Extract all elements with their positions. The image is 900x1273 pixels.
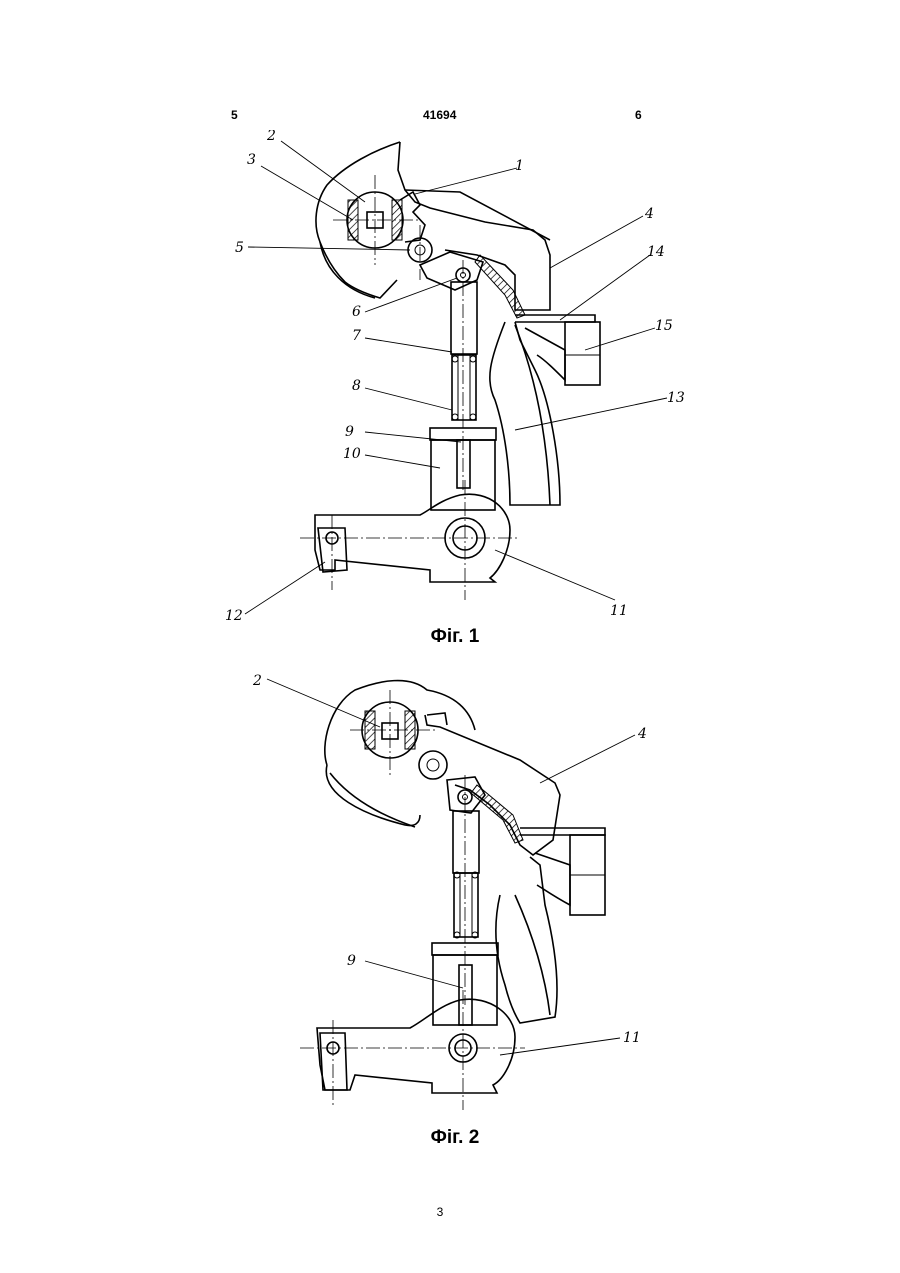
- fig1-label-10: 10: [343, 446, 361, 462]
- page-number: 3: [420, 1205, 460, 1219]
- fig1-label-14: 14: [647, 244, 665, 260]
- fig1-label-4: 4: [644, 206, 654, 222]
- fig1-label-3: 3: [247, 152, 256, 168]
- fig1-label-5: 5: [235, 240, 244, 256]
- header-patent-number: 41694: [423, 108, 456, 122]
- fig2-label-2: 2: [252, 673, 262, 689]
- fig1-label-9: 9: [345, 424, 354, 440]
- figure-1-drawing: 1 2 3 4 5 6 7 8 9 10 11 12 13 14 15: [215, 130, 695, 630]
- fig1-label-13: 13: [667, 390, 685, 406]
- fig1-label-11: 11: [610, 603, 628, 619]
- header-left-page-number: 5: [231, 108, 238, 122]
- figure-2-drawing: 2 4 9 11: [215, 665, 695, 1125]
- fig1-label-7: 7: [352, 328, 361, 344]
- figure-2-caption: Фіг. 2: [355, 1127, 555, 1149]
- fig1-mechanism: [300, 142, 600, 600]
- fig2-label-11: 11: [623, 1030, 641, 1046]
- fig1-label-6: 6: [352, 304, 361, 320]
- fig1-label-2: 2: [266, 130, 276, 144]
- header-right-page-number: 6: [635, 108, 642, 122]
- fig1-part-labels: 1 2 3 4 5 6 7 8 9 10 11 12 13 14 15: [225, 130, 685, 624]
- figure-1-caption: Фіг. 1: [355, 626, 555, 648]
- fig1-label-15: 15: [655, 318, 673, 334]
- fig1-label-12: 12: [225, 608, 243, 624]
- fig2-leader-lines: [267, 679, 635, 1055]
- fig2-mechanism: [300, 681, 605, 1110]
- fig1-leader-lines: [245, 141, 667, 614]
- fig2-label-4: 4: [637, 726, 647, 742]
- fig1-label-1: 1: [515, 158, 524, 174]
- fig2-part-labels: 2 4 9 11: [252, 673, 647, 1046]
- fig1-label-8: 8: [352, 378, 361, 394]
- fig2-label-9: 9: [347, 953, 356, 969]
